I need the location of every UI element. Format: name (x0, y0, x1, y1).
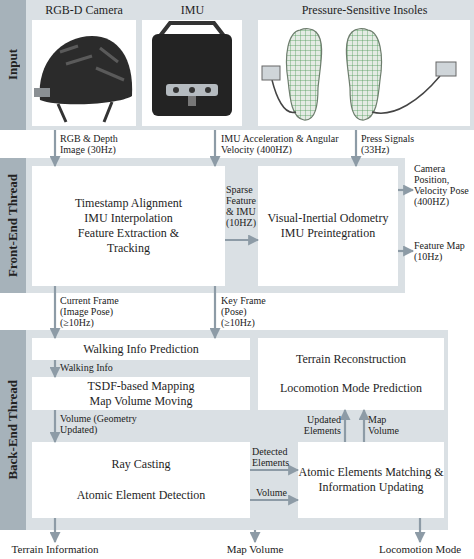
photo-frame (32, 20, 136, 126)
process-box: Walking Info Prediction (32, 338, 250, 360)
panel-header: Pressure-Sensitive Insoles (255, 3, 474, 17)
output-arrow (254, 530, 256, 542)
flow-label: Press Signals (33Hz) (361, 133, 425, 155)
box-text: Atomic Elements Matching & Information U… (298, 465, 444, 495)
band-title: Front-End Thread (5, 174, 21, 277)
box-text: Terrain Reconstruction (296, 352, 406, 367)
output-label: Map Volume (205, 543, 305, 556)
acquisition-module (262, 66, 280, 80)
bag-handle (160, 23, 224, 36)
sensor-panel: Pressure-Sensitive Insoles (255, 0, 474, 130)
flow-arrow (250, 499, 298, 501)
panel-header: RGB-D Camera (30, 3, 138, 17)
flow-arrow (250, 469, 298, 471)
depth-camera (166, 84, 218, 96)
box-text: Locomotion Mode Prediction (280, 381, 422, 396)
box-text: Timestamp Alignment IMU Interpolation Fe… (70, 196, 188, 256)
sensor-panel: IMU (140, 0, 245, 130)
camera-lens (189, 87, 195, 93)
insole-sensor (287, 29, 322, 120)
flow-label: Key Frame (Pose) (≥10Hz) (221, 295, 276, 328)
photo-frame (142, 20, 242, 126)
helmet-shell (40, 36, 133, 104)
output-arrow (398, 250, 413, 252)
band-title: Back-End Thread (5, 380, 21, 480)
output-arrow (54, 518, 56, 542)
camera-mount (34, 88, 50, 97)
box-text: Atomic Element Detection (77, 488, 206, 503)
helmet-strap (58, 102, 112, 122)
process-box: Timestamp Alignment IMU Interpolation Fe… (32, 166, 225, 286)
process-box: Terrain ReconstructionLocomotion Mode Pr… (258, 338, 444, 410)
photo-frame (258, 20, 470, 126)
sensor-bag (152, 34, 232, 116)
band-strip: Input (0, 0, 26, 130)
band-strip: Back-End Thread (0, 330, 26, 530)
box-content: Walking Info Prediction (32, 338, 250, 360)
flow-arrow (355, 130, 357, 166)
flow-arrow (54, 286, 56, 338)
output-label: Feature Map (10Hz) (414, 240, 472, 262)
box-content: Terrain ReconstructionLocomotion Mode Pr… (258, 338, 444, 410)
thread-band: Front-End Thread Timestamp Alignment IMU … (0, 158, 405, 293)
box-text: Visual-Inertial Odometry IMU Preintegrat… (261, 211, 395, 241)
helmet-vent (60, 46, 124, 80)
output-arrow (419, 518, 421, 542)
sensor-panel: RGB-D Camera (30, 0, 138, 130)
flow-arrow (54, 360, 56, 377)
flow-arrow (214, 130, 216, 166)
camera-lens (173, 87, 179, 93)
flow-label: RGB & Depth Image (30Hz) (60, 133, 135, 155)
output-label: Camera Position, Velocity Pose (400HZ) (414, 163, 472, 207)
box-content: Timestamp Alignment IMU Interpolation Fe… (32, 166, 225, 286)
flow-arrow (54, 410, 56, 442)
process-box: Atomic Elements Matching & Information U… (298, 442, 444, 518)
box-text: Ray Casting (112, 457, 171, 472)
flow-arrow (54, 130, 56, 166)
box-content: Ray CastingAtomic Element Detection (32, 442, 250, 518)
box-content: Atomic Elements Matching & Information U… (298, 442, 444, 518)
process-box: Ray CastingAtomic Element Detection (32, 442, 250, 518)
panel-header: IMU (140, 3, 245, 17)
sensor-name: RGB-D Camera (45, 3, 123, 17)
flow-label: IMU Acceleration & Angular Velocity (400… (221, 133, 339, 155)
thread-band: Input RGB-D Camera IMU Pressure-Sensitive I… (0, 0, 474, 130)
output-label: Locomotion Mode (370, 543, 470, 556)
band-strip: Front-End Thread (0, 158, 26, 293)
box-content: TSDF-based Mapping Map Volume Moving (32, 377, 250, 410)
process-box: Visual-Inertial Odometry IMU Preintegrat… (258, 166, 398, 286)
box-content: Visual-Inertial Odometry IMU Preintegrat… (258, 166, 398, 286)
sensor-name: IMU (181, 3, 204, 17)
flow-label: Current Frame (Image Pose) (≥10Hz) (60, 295, 140, 328)
box-text: Walking Info Prediction (83, 342, 199, 357)
band-title: Input (5, 49, 21, 80)
flow-arrow (363, 410, 365, 442)
flow-arrow (214, 286, 216, 338)
insole-sensor (346, 29, 381, 120)
sensor-name: Pressure-Sensitive Insoles (302, 3, 428, 17)
box-text: TSDF-based Mapping Map Volume Moving (84, 379, 198, 409)
output-arrow (398, 189, 413, 191)
camera-lens (205, 87, 211, 93)
flow-arrow (225, 239, 258, 241)
process-box: TSDF-based Mapping Map Volume Moving (32, 377, 250, 410)
sensor-wire (272, 80, 296, 113)
sensor-wire (372, 76, 440, 113)
camera-stand (188, 96, 196, 106)
acquisition-module (436, 62, 456, 76)
thread-band: Back-End ThreadWalking Info PredictionTe… (0, 330, 448, 530)
output-label: Terrain Information (5, 543, 105, 556)
flow-arrow (344, 410, 346, 442)
